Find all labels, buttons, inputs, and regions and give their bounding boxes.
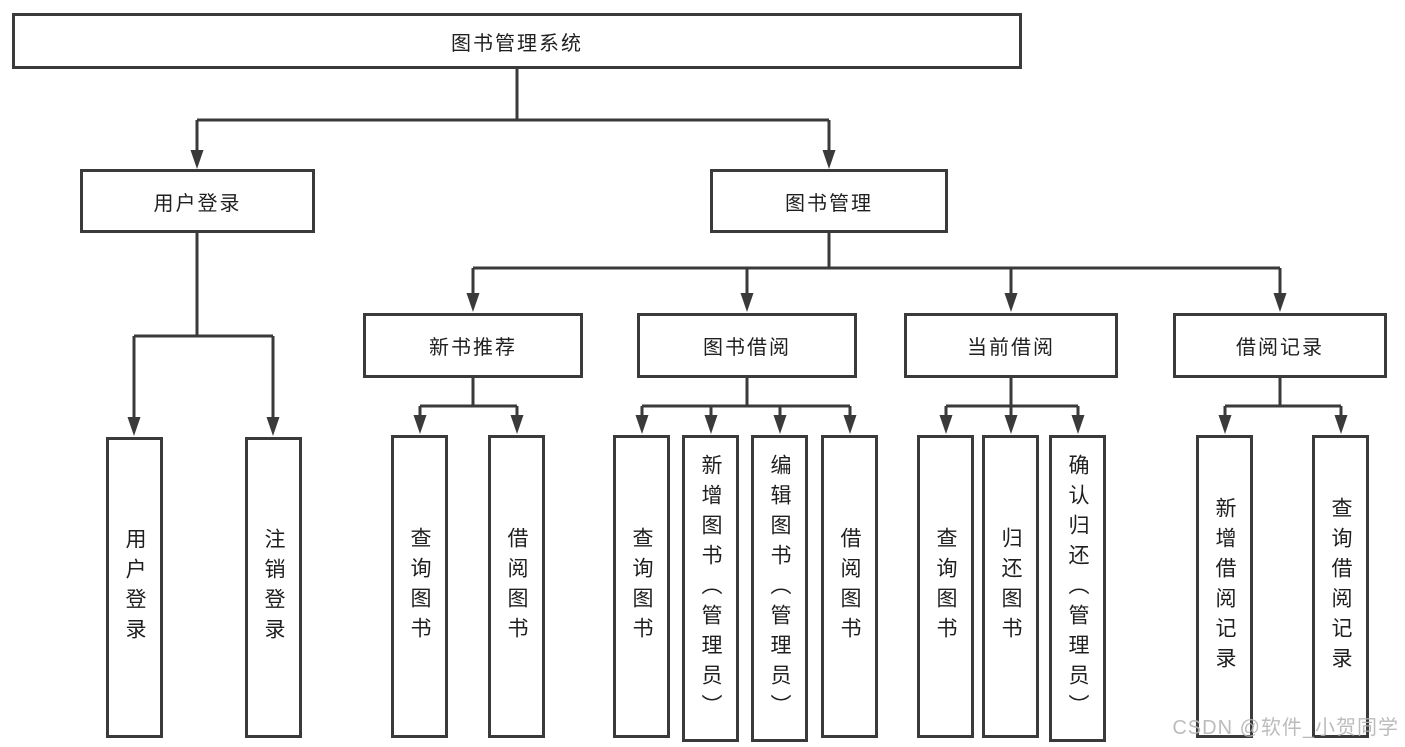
arrowhead-icon xyxy=(773,415,787,434)
leaf-nb-query-book-label: 查询图书 xyxy=(408,526,431,647)
leaf-user-login-label: 用户登录 xyxy=(123,527,146,648)
arrowhead-icon xyxy=(190,150,204,169)
leaf-nb-borrow-book: 借阅图书 xyxy=(488,435,545,738)
connector-user-login xyxy=(127,233,280,436)
node-new-book-recommend-label: 新书推荐 xyxy=(429,337,517,359)
arrowhead-icon xyxy=(843,415,857,434)
leaf-cb-return-book: 归还图书 xyxy=(982,435,1039,738)
leaf-bb-borrow-book: 借阅图书 xyxy=(821,435,878,738)
node-root: 图书管理系统 xyxy=(12,13,1022,69)
leaf-cb-query-book-label: 查询图书 xyxy=(934,526,957,647)
arrowhead-icon xyxy=(939,415,953,434)
connector-borrow-records xyxy=(1218,378,1348,434)
node-new-book-recommend: 新书推荐 xyxy=(363,313,583,378)
arrowhead-icon xyxy=(413,415,427,434)
arrowhead-icon xyxy=(740,293,754,312)
arrowhead-icon xyxy=(1004,415,1018,434)
leaf-br-add-record: 新增借阅记录 xyxy=(1196,435,1253,738)
leaf-br-query-record: 查询借阅记录 xyxy=(1312,435,1369,738)
arrowhead-icon xyxy=(1273,293,1287,312)
leaf-user-login: 用户登录 xyxy=(106,437,163,738)
leaf-br-query-record-label: 查询借阅记录 xyxy=(1329,496,1352,677)
connector-root xyxy=(190,69,836,169)
arrowhead-icon xyxy=(822,150,836,169)
arrowhead-icon xyxy=(1334,415,1348,434)
leaf-bb-add-book-admin: 新增图书（管理员） xyxy=(682,435,739,742)
leaf-logout-label: 注销登录 xyxy=(262,527,285,648)
leaf-cb-confirm-return-admin-label: 确认归还（管理员） xyxy=(1066,453,1089,724)
arrowhead-icon xyxy=(1071,415,1085,434)
arrowhead-icon xyxy=(466,293,480,312)
leaf-nb-borrow-book-label: 借阅图书 xyxy=(505,526,528,647)
arrowhead-icon xyxy=(510,415,524,434)
leaf-bb-query-book-label: 查询图书 xyxy=(630,526,653,647)
node-book-borrow: 图书借阅 xyxy=(637,313,857,378)
arrowhead-icon xyxy=(704,415,718,434)
leaf-bb-borrow-book-label: 借阅图书 xyxy=(838,526,861,647)
node-current-borrow-label: 当前借阅 xyxy=(967,337,1055,359)
connector-new-book xyxy=(413,378,524,434)
node-borrow-records-label: 借阅记录 xyxy=(1236,337,1324,359)
node-book-borrow-label: 图书借阅 xyxy=(703,337,791,359)
node-book-management-label: 图书管理 xyxy=(785,192,873,215)
connector-book-borrow xyxy=(635,378,857,434)
leaf-bb-edit-book-admin: 编辑图书（管理员） xyxy=(751,435,808,742)
leaf-nb-query-book: 查询图书 xyxy=(391,435,448,738)
node-root-label: 图书管理系统 xyxy=(451,32,583,55)
arrowhead-icon xyxy=(1218,415,1232,434)
node-user-login-label: 用户登录 xyxy=(153,192,242,215)
leaf-bb-edit-book-admin-label: 编辑图书（管理员） xyxy=(768,453,791,724)
node-user-login: 用户登录 xyxy=(80,169,315,233)
leaf-bb-query-book: 查询图书 xyxy=(613,435,670,738)
arrowhead-icon xyxy=(266,417,280,436)
leaf-cb-query-book: 查询图书 xyxy=(917,435,974,738)
leaf-br-add-record-label: 新增借阅记录 xyxy=(1213,496,1236,677)
arrowhead-icon xyxy=(635,415,649,434)
arrowhead-icon xyxy=(127,417,141,436)
node-borrow-records: 借阅记录 xyxy=(1173,313,1387,378)
connector-book-management xyxy=(466,233,1287,312)
leaf-cb-return-book-label: 归还图书 xyxy=(999,526,1022,647)
leaf-bb-add-book-admin-label: 新增图书（管理员） xyxy=(699,453,722,724)
connector-current-borrow xyxy=(939,378,1085,434)
csdn-watermark: CSDN @软件_小贺同学 xyxy=(1172,717,1399,739)
arrowhead-icon xyxy=(1004,293,1018,312)
node-current-borrow: 当前借阅 xyxy=(904,313,1118,378)
leaf-logout: 注销登录 xyxy=(245,437,302,738)
node-book-management: 图书管理 xyxy=(710,169,948,233)
leaf-cb-confirm-return-admin: 确认归还（管理员） xyxy=(1049,435,1106,742)
